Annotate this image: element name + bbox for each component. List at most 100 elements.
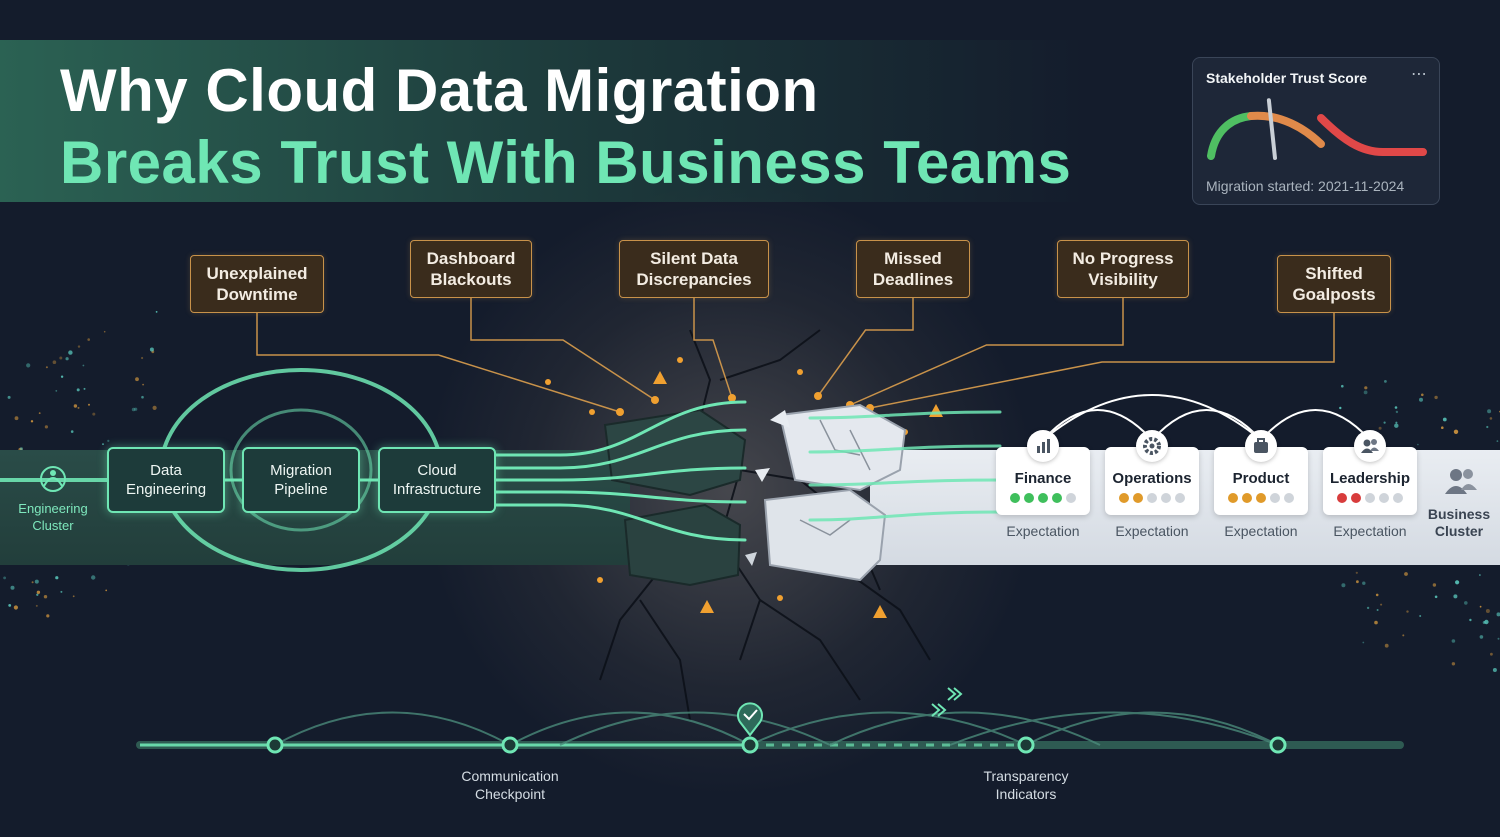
particle bbox=[76, 388, 80, 392]
issue-leader-lines bbox=[256, 298, 1335, 416]
particle bbox=[72, 595, 75, 598]
particle bbox=[1432, 583, 1437, 587]
rating-dot-filled bbox=[1052, 493, 1062, 503]
team-name: Finance bbox=[1014, 470, 1072, 487]
particle bbox=[1496, 612, 1500, 617]
particle bbox=[1375, 593, 1379, 597]
particle bbox=[65, 357, 69, 361]
rating-dot-empty bbox=[1066, 493, 1076, 503]
title-line-1: Why Cloud Data Migration bbox=[60, 57, 819, 124]
particle bbox=[141, 395, 144, 399]
warning-icon bbox=[700, 600, 714, 613]
particle bbox=[1374, 620, 1378, 625]
particle bbox=[34, 579, 39, 584]
leader-line bbox=[693, 298, 733, 399]
particle bbox=[1496, 440, 1499, 442]
timeline-arc bbox=[749, 711, 1027, 746]
particle bbox=[1419, 397, 1423, 402]
timeline-arc bbox=[559, 711, 831, 746]
cable-strand bbox=[494, 503, 747, 542]
particle bbox=[36, 593, 39, 596]
rating-dot-empty bbox=[1161, 493, 1171, 503]
particle bbox=[1362, 581, 1366, 585]
issue-anchor-dot bbox=[814, 392, 822, 400]
trust-score-card: Stakeholder Trust Score ⋯ Migration star… bbox=[1192, 57, 1440, 205]
particle bbox=[91, 575, 96, 580]
particle bbox=[1479, 635, 1484, 639]
particle bbox=[1441, 426, 1444, 430]
particle bbox=[1406, 610, 1409, 613]
more-dots-icon[interactable]: ⋯ bbox=[1411, 66, 1427, 83]
particle bbox=[152, 405, 157, 410]
particle bbox=[1434, 395, 1438, 400]
particle bbox=[46, 614, 50, 618]
timeline-node bbox=[501, 736, 519, 754]
gear-icon bbox=[1136, 430, 1168, 462]
rating-dot-filled bbox=[1133, 493, 1143, 503]
rating-dot-filled bbox=[1024, 493, 1034, 503]
spark-dot bbox=[777, 595, 783, 601]
team-card-leadership: Leadership bbox=[1323, 447, 1417, 515]
particle bbox=[1417, 443, 1419, 446]
team-link-arc bbox=[1042, 409, 1153, 441]
particle bbox=[1451, 639, 1456, 643]
fast-forward-icon bbox=[947, 687, 963, 701]
expectation-rating bbox=[1214, 493, 1308, 503]
particle bbox=[55, 576, 59, 580]
particle bbox=[30, 420, 34, 423]
particle bbox=[1479, 574, 1481, 576]
particle bbox=[102, 443, 104, 445]
rating-dot-empty bbox=[1379, 493, 1389, 503]
particle bbox=[1464, 601, 1468, 605]
particle bbox=[1487, 409, 1492, 414]
particle bbox=[1380, 603, 1383, 606]
timeline-node bbox=[266, 736, 284, 754]
team-link-arc bbox=[1151, 409, 1262, 441]
particle bbox=[10, 585, 15, 590]
particle bbox=[1486, 425, 1489, 429]
cable-strand bbox=[808, 510, 1002, 522]
leader-line bbox=[470, 298, 656, 401]
particle bbox=[45, 366, 48, 369]
timeline-node bbox=[1269, 736, 1287, 754]
particle bbox=[77, 406, 80, 409]
particle bbox=[73, 404, 78, 408]
rating-dot-filled bbox=[1228, 493, 1238, 503]
cable-bundle bbox=[0, 368, 1002, 572]
expectation-label: Expectation bbox=[1115, 523, 1189, 539]
spark-dot bbox=[545, 379, 551, 385]
title-band bbox=[0, 40, 1090, 202]
particle bbox=[1364, 386, 1368, 390]
check-pin-icon bbox=[737, 702, 763, 737]
particle bbox=[141, 356, 144, 360]
particle bbox=[1395, 421, 1398, 424]
particle bbox=[105, 589, 108, 592]
particle bbox=[35, 604, 38, 607]
particle bbox=[38, 412, 41, 414]
particle bbox=[1395, 410, 1399, 414]
particle bbox=[82, 364, 85, 367]
cable-strand bbox=[494, 400, 747, 457]
particle bbox=[1341, 583, 1346, 588]
issue-anchor-dot bbox=[651, 396, 659, 404]
trust-gauge bbox=[1207, 98, 1427, 160]
leader-line bbox=[869, 313, 1335, 409]
particle bbox=[1339, 406, 1342, 410]
particle bbox=[52, 360, 57, 365]
particle bbox=[1394, 423, 1399, 428]
